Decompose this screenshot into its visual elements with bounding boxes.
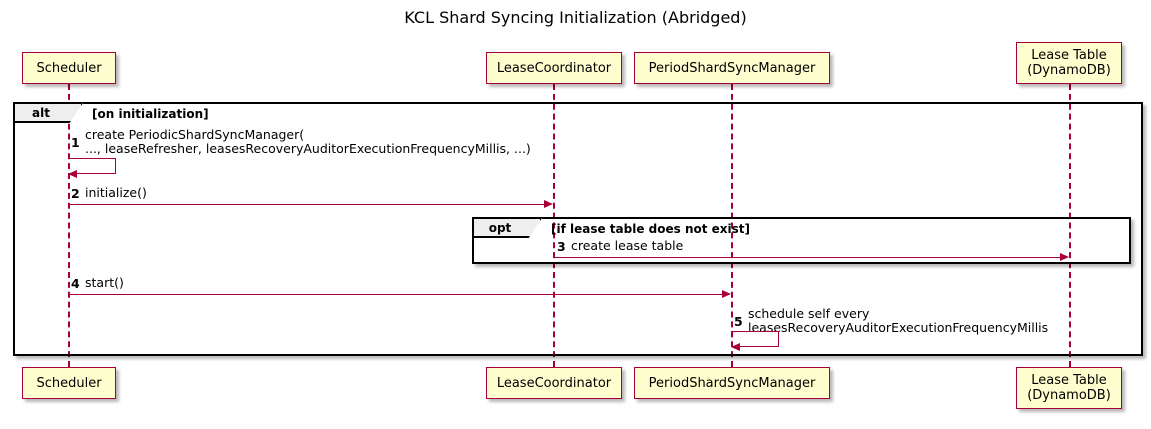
participant-scheduler-bottom[interactable]: Scheduler xyxy=(22,367,116,399)
participant-leasecoordinator-bottom[interactable]: LeaseCoordinator xyxy=(486,367,622,399)
message-3-arrowhead xyxy=(1060,252,1069,261)
lifeline-scheduler xyxy=(68,84,70,367)
message-5-selfcall-loop xyxy=(731,331,779,347)
message-4-line xyxy=(68,294,723,295)
message-1-label: create PeriodicShardSyncManager( ..., le… xyxy=(85,127,531,156)
participant-scheduler-top[interactable]: Scheduler xyxy=(22,52,116,84)
opt-fragment-tab: opt xyxy=(474,218,542,239)
participant-leasecoordinator-top[interactable]: LeaseCoordinator xyxy=(486,52,622,84)
alt-fragment: alt xyxy=(13,102,1143,356)
message-2-line xyxy=(68,204,545,205)
message-3-number: 3 xyxy=(557,239,566,254)
message-4-label: start() xyxy=(85,275,124,290)
message-5-label: schedule self every leasesRecoveryAudito… xyxy=(748,306,1049,335)
message-2-label: initialize() xyxy=(85,185,147,200)
message-3-line xyxy=(553,257,1061,258)
participant-periodshardsyncmanager-top[interactable]: PeriodShardSyncManager xyxy=(634,52,830,84)
message-1-selfcall-loop xyxy=(68,158,116,174)
message-4-number: 4 xyxy=(71,276,80,291)
message-1-number: 1 xyxy=(71,135,80,150)
lifeline-leasecoordinator xyxy=(553,84,555,367)
alt-fragment-tab: alt xyxy=(15,103,83,124)
participant-periodshardsyncmanager-bottom[interactable]: PeriodShardSyncManager xyxy=(634,367,830,399)
page-title: KCL Shard Syncing Initialization (Abridg… xyxy=(404,8,747,27)
message-2-arrowhead xyxy=(544,199,553,208)
lifeline-leasetable xyxy=(1069,84,1071,367)
message-1-arrowhead xyxy=(68,169,77,178)
opt-fragment: opt xyxy=(472,217,1131,264)
message-5-arrowhead xyxy=(731,342,740,351)
participant-leasetable-bottom[interactable]: Lease Table (DynamoDB) xyxy=(1016,367,1122,409)
message-3-label: create lease table xyxy=(571,238,684,253)
alt-fragment-guard: [on initialization] xyxy=(92,107,209,121)
message-4-arrowhead xyxy=(722,289,731,298)
lifeline-periodshardsyncmanager xyxy=(731,84,733,367)
message-5-number: 5 xyxy=(734,314,743,329)
participant-leasetable-top[interactable]: Lease Table (DynamoDB) xyxy=(1016,42,1122,84)
opt-fragment-guard: [if lease table does not exist] xyxy=(551,222,751,236)
message-2-number: 2 xyxy=(71,186,80,201)
